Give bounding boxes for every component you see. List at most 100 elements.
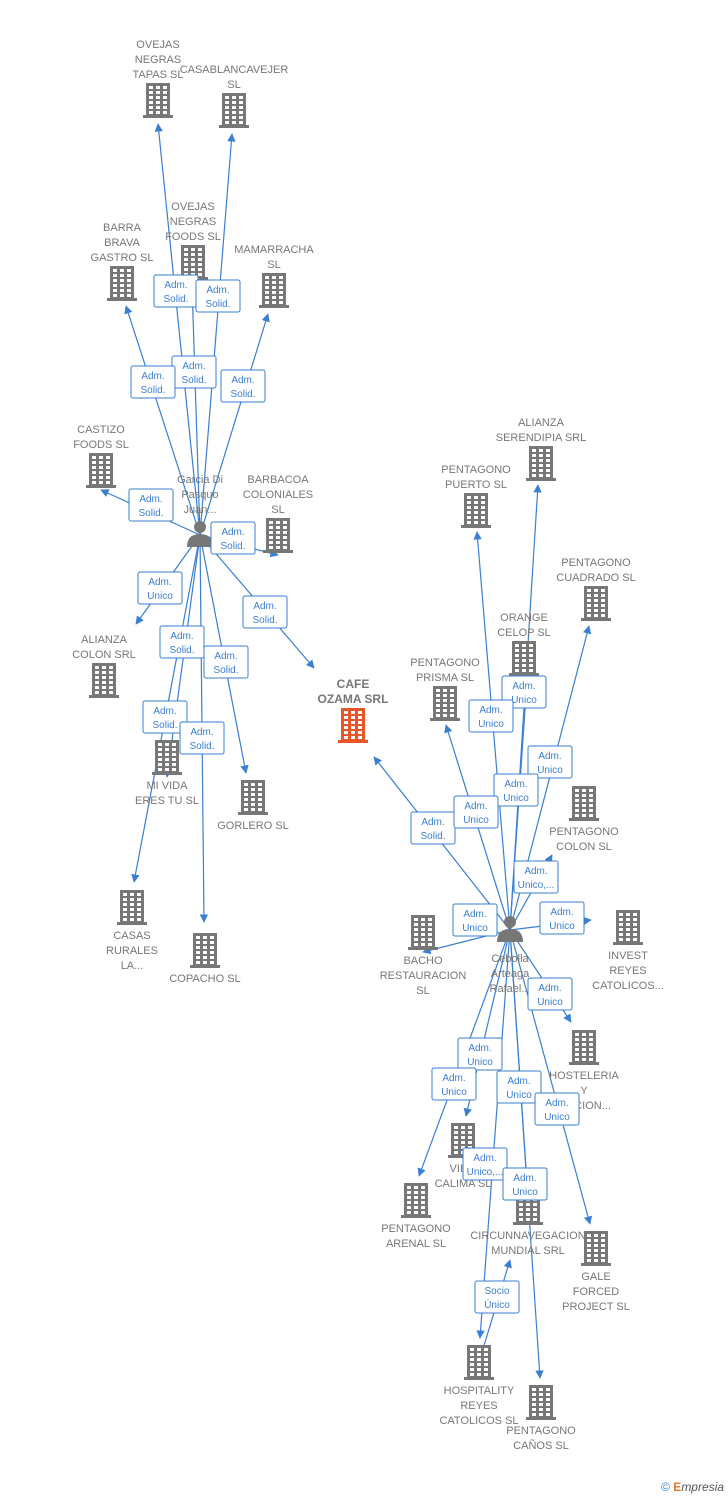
edge-label-garcia-mamarracha[interactable]: Adm.Solid.: [220, 369, 266, 403]
node-barra_brava[interactable]: BARRA BRAVA GASTRO SL: [91, 222, 154, 301]
edge-label-line: Adm.: [231, 375, 254, 386]
edge-label-cebolla-invest_reyes[interactable]: Adm.Unico: [539, 901, 585, 935]
edge-label-line: Adm.: [253, 601, 276, 612]
node-label: CIRCUNNAVEGACION: [470, 1230, 585, 1242]
node-label: REYES: [460, 1400, 497, 1412]
node-label: OVEJAS: [136, 39, 179, 51]
edge-label-line: Adm.: [442, 1073, 465, 1084]
node-label: BARBACOA: [247, 474, 309, 486]
edge-label-cebolla-orange_celop[interactable]: Adm.Unico: [493, 773, 539, 807]
building-icon: [526, 446, 556, 481]
node-label: MUNDIAL SRL: [491, 1245, 565, 1257]
building-icon: [190, 933, 220, 968]
edge-label-garcia-casas_rurales[interactable]: Adm.Solid.: [142, 700, 188, 734]
node-casas_rurales[interactable]: CASASRURALESLA...: [106, 890, 158, 972]
empresia-footer[interactable]: © Empresia: [661, 1480, 724, 1494]
node-invest_reyes[interactable]: INVESTREYESCATOLICOS...: [592, 910, 664, 992]
edge-label-line: Adm.: [464, 801, 487, 812]
edge-label-cebolla-cafe_ozama[interactable]: Adm. Solid.: [410, 811, 456, 845]
edge-label-line: Adm.: [164, 280, 187, 291]
edge-garcia-ovejas_foods: [188, 283, 201, 536]
edge-labels-layer: Adm.Solid.Adm.Solid.Adm.Solid.Adm.Solid.…: [128, 274, 585, 1314]
node-gorlero[interactable]: GORLERO SL: [217, 780, 289, 832]
edge-label-cebolla-pent_cuadrado[interactable]: Adm.Unico: [527, 745, 573, 779]
edge-label-garcia-ovejas_foods[interactable]: Adm.Solid.: [171, 355, 217, 389]
edge-label-garcia-cafe_ozama[interactable]: Adm.Solid.: [242, 595, 288, 629]
node-label: HOSTELERIA: [549, 1070, 619, 1082]
node-cebolla[interactable]: CebollaArteagaRafael...: [490, 916, 531, 995]
edge-label-line: Adm.: [512, 681, 535, 692]
edge-label-cebolla-gale[interactable]: Adm.Unico: [534, 1092, 580, 1126]
edge-label-cebolla-pent_arenal[interactable]: Adm.Unico: [431, 1067, 477, 1101]
edge-label-line: Adm.: [504, 779, 527, 790]
edge-label-line: Adm.: [421, 817, 444, 828]
node-garcia[interactable]: Garcia DiPasquoJuan...: [177, 474, 223, 547]
edge-label-cebolla-pent_colon[interactable]: Adm.Unico,...: [513, 860, 559, 894]
node-label: GASTRO SL: [91, 252, 154, 264]
node-label: BRAVA: [104, 237, 140, 249]
node-label: Cebolla: [491, 953, 529, 965]
edge-label-cebolla-pent_prisma[interactable]: Adm.Unico: [453, 795, 499, 829]
edge-label-cebolla-bacho[interactable]: Adm.Unico: [452, 903, 498, 937]
edge-label-line: Adm.: [170, 631, 193, 642]
edge-label-line: Adm.: [463, 909, 486, 920]
edge-label-cebolla-vien_calima[interactable]: Adm.Unico: [457, 1037, 503, 1071]
node-label: CATOLICOS SL: [439, 1415, 518, 1427]
edge-label-line: Solid.: [420, 831, 445, 842]
edge-label-line: Unico: [549, 921, 575, 932]
building-icon: [401, 1183, 431, 1218]
edge-label-garcia-castizo[interactable]: Adm.Solid.: [128, 488, 174, 522]
building-icon: [219, 93, 249, 128]
edge-label-cebolla-alianza_serendipia[interactable]: Adm.Unico: [501, 675, 547, 709]
node-label: CASABLANCAVEJER: [180, 64, 289, 76]
node-copacho[interactable]: COPACHO SL: [169, 933, 241, 985]
edge-cebolla-pent_canos: [509, 929, 544, 1379]
edge-label-cebolla-pent_puerto[interactable]: Adm.Unico: [468, 699, 514, 733]
edge-label-cebolla-hosteleria[interactable]: Adm.Unico: [527, 977, 573, 1011]
edge-label-cebolla-circun[interactable]: Adm.Unico: [496, 1070, 542, 1104]
edge-label-cebolla-hospitality[interactable]: Adm.Unico,...: [462, 1147, 508, 1181]
edge-label-garcia-barbacoa[interactable]: Adm.Solid.: [210, 521, 256, 555]
edge-label-garcia-ovejas_tapas[interactable]: Adm.Solid.: [153, 274, 199, 308]
node-label: OVEJAS: [171, 201, 214, 213]
node-label: SL: [271, 504, 284, 516]
node-label: BARRA: [103, 222, 142, 234]
edge-label-garcia-mi_vida[interactable]: Adm.Solid.: [159, 625, 205, 659]
edge-label-line: Unico,...: [467, 1167, 504, 1178]
edge-label-line: Unico: [512, 1187, 538, 1198]
edge-label-garcia-barra_brava[interactable]: Adm.Solid.: [130, 365, 176, 399]
edge-label-garcia-alianza_colon[interactable]: Adm.Unico: [137, 571, 183, 605]
node-label: CATOLICOS...: [592, 980, 664, 992]
edge-label-garcia-copacho[interactable]: Adm.Solid.: [179, 721, 225, 755]
edge-cebolla-hospitality: [476, 929, 511, 1339]
edge-label-garcia-gorlero[interactable]: Adm.Solid.: [203, 645, 249, 679]
building-icon: [509, 641, 539, 676]
building-icon: [461, 493, 491, 528]
edge-label-line: Unico: [467, 1057, 493, 1068]
node-label: Juan...: [183, 504, 216, 516]
edge-label-cebolla-pent_canos[interactable]: Adm.Unico: [502, 1167, 548, 1201]
edge-label-garcia-casablanca[interactable]: Adm.Solid.: [195, 279, 241, 313]
